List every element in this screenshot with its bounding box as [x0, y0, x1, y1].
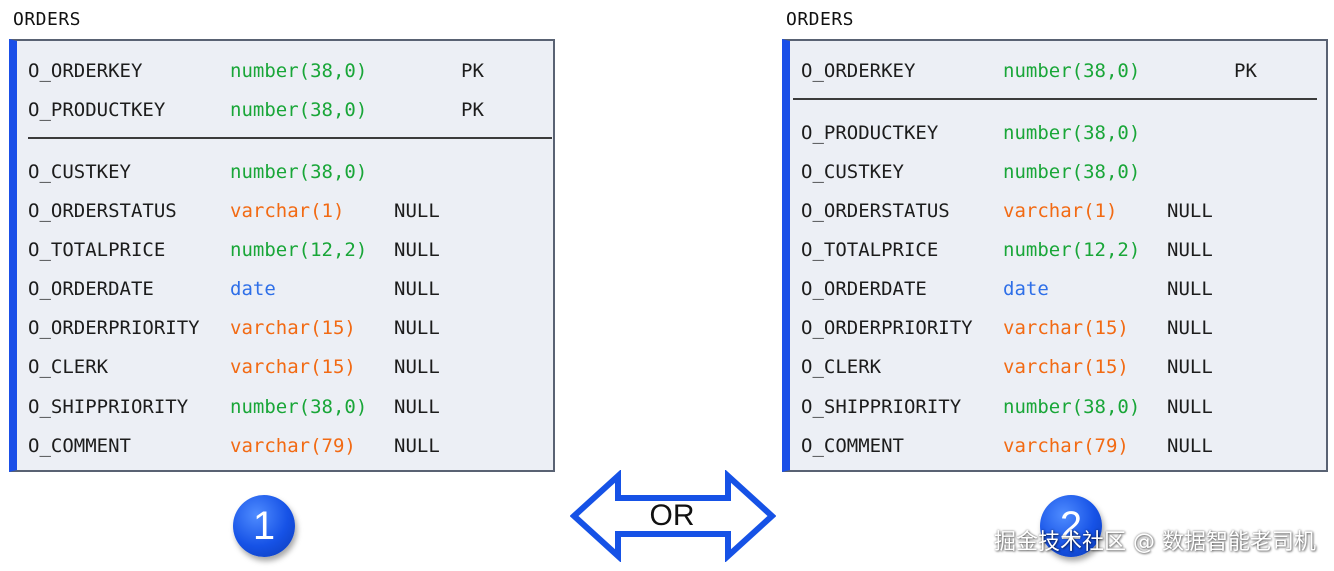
- badge-2: 2: [1040, 495, 1102, 557]
- column-name: O_PRODUCTKEY: [28, 99, 166, 121]
- column-key: PK: [1234, 60, 1257, 82]
- column-type: varchar(15): [1003, 356, 1129, 378]
- column-key: PK: [461, 99, 484, 121]
- column-nullable: NULL: [394, 239, 440, 261]
- column-key: PK: [461, 60, 484, 82]
- column-row: O_COMMENT varchar(79) NULL: [17, 433, 547, 459]
- column-type: date: [1003, 278, 1049, 300]
- column-nullable: NULL: [1167, 356, 1213, 378]
- column-name: O_ORDERKEY: [801, 60, 916, 82]
- column-row: O_PRODUCTKEY number(38,0) PK: [17, 97, 547, 123]
- column-name: O_SHIPPRIORITY: [28, 396, 189, 418]
- column-row: O_ORDERSTATUS varchar(1) NULL: [17, 198, 547, 224]
- column-row: O_ORDERDATE date NULL: [17, 276, 547, 302]
- column-name: O_ORDERDATE: [801, 278, 927, 300]
- column-row: O_PRODUCTKEY number(38,0): [790, 120, 1320, 146]
- column-name: O_CUSTKEY: [28, 161, 131, 183]
- column-name: O_PRODUCTKEY: [801, 122, 939, 144]
- column-name: O_ORDERPRIORITY: [801, 317, 973, 339]
- key-divider-1: [28, 137, 552, 139]
- column-row: O_CUSTKEY number(38,0): [790, 159, 1320, 185]
- column-row: O_CUSTKEY number(38,0): [17, 159, 547, 185]
- column-row: O_ORDERPRIORITY varchar(15) NULL: [17, 315, 547, 341]
- column-row: O_ORDERPRIORITY varchar(15) NULL: [790, 315, 1320, 341]
- column-type: number(38,0): [1003, 161, 1141, 183]
- column-row: O_SHIPPRIORITY number(38,0) NULL: [17, 394, 547, 420]
- column-name: O_ORDERPRIORITY: [28, 317, 200, 339]
- column-nullable: NULL: [394, 317, 440, 339]
- column-type: varchar(15): [1003, 317, 1129, 339]
- column-row: O_TOTALPRICE number(12,2) NULL: [790, 237, 1320, 263]
- column-type: number(38,0): [230, 161, 368, 183]
- column-type: number(38,0): [1003, 396, 1141, 418]
- column-type: varchar(79): [230, 435, 356, 457]
- column-type: varchar(1): [230, 200, 345, 222]
- column-nullable: NULL: [394, 356, 440, 378]
- column-row: O_SHIPPRIORITY number(38,0) NULL: [790, 394, 1320, 420]
- column-row: O_COMMENT varchar(79) NULL: [790, 433, 1320, 459]
- column-nullable: NULL: [394, 396, 440, 418]
- watermark: 掘金技术社区 @ 数据智能老司机: [994, 530, 1316, 555]
- double-arrow-icon: [570, 470, 776, 562]
- column-nullable: NULL: [394, 200, 440, 222]
- column-type: date: [230, 278, 276, 300]
- column-row: O_ORDERKEY number(38,0) PK: [17, 58, 547, 84]
- column-row: O_ORDERDATE date NULL: [790, 276, 1320, 302]
- column-name: O_TOTALPRICE: [801, 239, 939, 261]
- or-label: OR: [649, 499, 695, 532]
- column-name: O_ORDERKEY: [28, 60, 143, 82]
- column-type: varchar(1): [1003, 200, 1118, 222]
- column-name: O_COMMENT: [801, 435, 904, 457]
- column-type: varchar(15): [230, 356, 356, 378]
- column-name: O_TOTALPRICE: [28, 239, 166, 261]
- column-nullable: NULL: [394, 278, 440, 300]
- column-row: O_CLERK varchar(15) NULL: [17, 354, 547, 380]
- column-row: O_TOTALPRICE number(12,2) NULL: [17, 237, 547, 263]
- column-type: number(12,2): [1003, 239, 1141, 261]
- column-nullable: NULL: [1167, 278, 1213, 300]
- column-nullable: NULL: [1167, 200, 1213, 222]
- column-name: O_COMMENT: [28, 435, 131, 457]
- diagram-1-title: ORDERS: [13, 9, 82, 30]
- column-name: O_ORDERSTATUS: [28, 200, 177, 222]
- column-nullable: NULL: [1167, 396, 1213, 418]
- column-type: number(38,0): [1003, 60, 1141, 82]
- key-divider-2: [793, 98, 1317, 100]
- column-type: number(12,2): [230, 239, 368, 261]
- column-type: varchar(79): [1003, 435, 1129, 457]
- column-type: varchar(15): [230, 317, 356, 339]
- diagram-2-title: ORDERS: [786, 9, 855, 30]
- column-row: O_ORDERSTATUS varchar(1) NULL: [790, 198, 1320, 224]
- column-row: O_ORDERKEY number(38,0) PK: [790, 58, 1320, 84]
- column-name: O_ORDERSTATUS: [801, 200, 950, 222]
- column-nullable: NULL: [1167, 317, 1213, 339]
- column-type: number(38,0): [230, 99, 368, 121]
- column-name: O_ORDERDATE: [28, 278, 154, 300]
- column-nullable: NULL: [1167, 239, 1213, 261]
- column-name: O_CUSTKEY: [801, 161, 904, 183]
- column-row: O_CLERK varchar(15) NULL: [790, 354, 1320, 380]
- column-nullable: NULL: [394, 435, 440, 457]
- badge-1: 1: [233, 495, 295, 557]
- column-type: number(38,0): [230, 60, 368, 82]
- column-name: O_CLERK: [28, 356, 109, 378]
- column-type: number(38,0): [1003, 122, 1141, 144]
- column-type: number(38,0): [230, 396, 368, 418]
- column-name: O_SHIPPRIORITY: [801, 396, 962, 418]
- column-nullable: NULL: [1167, 435, 1213, 457]
- column-name: O_CLERK: [801, 356, 882, 378]
